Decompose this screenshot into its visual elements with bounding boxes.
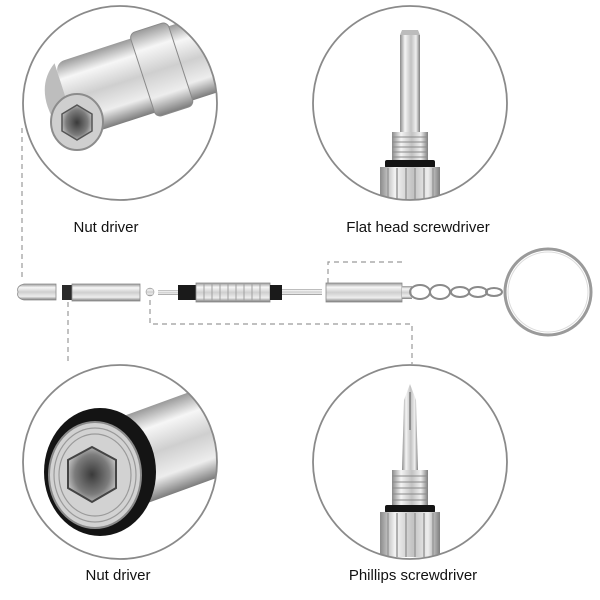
- label-phillips-screwdriver: Phillips screwdriver: [348, 567, 478, 584]
- part-connector: [145, 287, 155, 297]
- closeup-nut-driver-top: [22, 5, 218, 201]
- part-nut-driver: [62, 283, 141, 302]
- key-chain: [409, 284, 503, 300]
- part-flat-head-cap: [325, 282, 412, 303]
- closeup-phillips-screwdriver: [312, 364, 508, 560]
- part-main-handle: [158, 282, 322, 303]
- closeup-nut-driver-bottom: [22, 364, 218, 560]
- label-nut-driver-top: Nut driver: [73, 219, 139, 236]
- closeup-flat-head-screwdriver: [312, 5, 508, 201]
- connector-lines: [21, 128, 413, 364]
- connector-top-right: [327, 261, 402, 283]
- label-nut-driver-bottom: Nut driver: [85, 567, 151, 584]
- connector-bottom-right: [149, 300, 413, 364]
- label-flat-head-screwdriver: Flat head screwdriver: [346, 219, 490, 236]
- key-ring: [503, 247, 593, 337]
- part-end-cap: [17, 283, 57, 301]
- tool-parts-row: [17, 247, 593, 337]
